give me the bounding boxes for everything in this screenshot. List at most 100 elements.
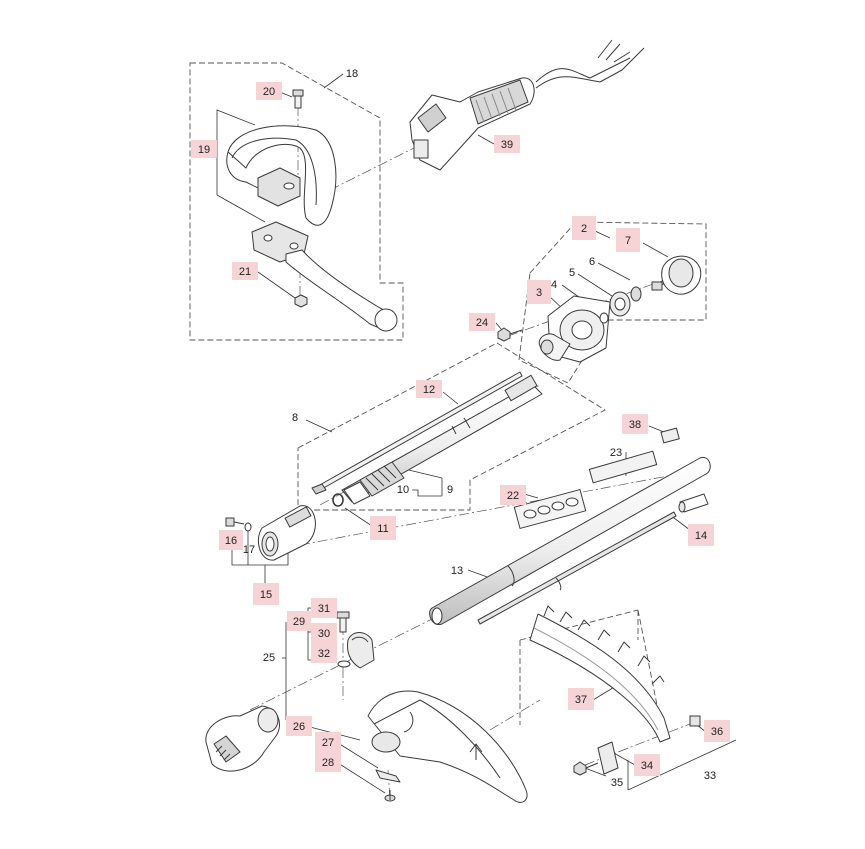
callout-31-box bbox=[311, 598, 337, 618]
callout-5: 5 bbox=[569, 267, 575, 279]
callout-11-box bbox=[370, 516, 396, 540]
callout-15: 15 bbox=[253, 583, 279, 605]
callout-2: 2 bbox=[572, 216, 596, 240]
leader-5 bbox=[577, 273, 613, 297]
callout-34-text: 34 bbox=[641, 760, 653, 772]
bolt-24 bbox=[497, 327, 523, 342]
callout-16: 16 bbox=[219, 530, 243, 550]
bolt-35 bbox=[573, 761, 599, 776]
leader-24 bbox=[495, 322, 503, 331]
callout-30: 30 bbox=[311, 623, 337, 643]
callout-21-box bbox=[232, 262, 258, 280]
callout-14-box bbox=[688, 524, 714, 546]
label-38 bbox=[660, 427, 680, 444]
callout-22-text: 22 bbox=[507, 490, 519, 502]
callout-7: 7 bbox=[616, 228, 640, 252]
callout-16-text: 16 bbox=[225, 535, 237, 547]
label-23 bbox=[588, 450, 658, 484]
callout-37-box bbox=[568, 688, 594, 710]
callout-23: 23 bbox=[610, 447, 622, 459]
leader-34 bbox=[611, 751, 636, 766]
callout-7-text: 7 bbox=[625, 235, 631, 247]
callout-39-text: 39 bbox=[501, 139, 513, 151]
clamp-15 bbox=[258, 505, 316, 561]
callout-22-box bbox=[500, 485, 526, 505]
axis-guard-37 bbox=[489, 699, 541, 731]
callout-27-text: 27 bbox=[322, 737, 334, 749]
callout-29-text: 29 bbox=[293, 616, 305, 628]
leader-19c bbox=[216, 194, 266, 223]
callout-3: 3 bbox=[527, 280, 551, 304]
leader-21 bbox=[257, 271, 296, 299]
callout-6-text: 6 bbox=[589, 256, 595, 268]
callout-3-text: 3 bbox=[536, 287, 542, 299]
callout-35-text: 35 bbox=[611, 777, 623, 789]
callout-20: 20 bbox=[256, 82, 282, 100]
callout-19-text: 19 bbox=[198, 144, 210, 156]
callout-23-text: 23 bbox=[610, 447, 622, 459]
clamp-30 bbox=[347, 632, 375, 669]
callout-17: 17 bbox=[243, 544, 255, 556]
callout-24-box bbox=[469, 313, 495, 331]
callout-30-text: 30 bbox=[318, 628, 330, 640]
collar-6 bbox=[630, 286, 642, 302]
callout-38-text: 38 bbox=[629, 419, 641, 431]
callout-21-text: 21 bbox=[239, 266, 251, 278]
gear-elbow-25 bbox=[205, 705, 280, 772]
callout-9: 9 bbox=[447, 484, 453, 496]
leader-28 bbox=[337, 762, 386, 794]
callout-32: 32 bbox=[311, 643, 337, 663]
callout-14-text: 14 bbox=[695, 530, 707, 542]
callout-32-text: 32 bbox=[318, 648, 330, 660]
washer-17 bbox=[244, 522, 252, 532]
callout-2-text: 2 bbox=[581, 223, 587, 235]
leader-18 bbox=[323, 73, 344, 89]
bolt-16 bbox=[225, 517, 245, 527]
leader-27 bbox=[337, 742, 379, 769]
leader-33 bbox=[627, 739, 737, 791]
callout-16-box bbox=[219, 530, 243, 550]
callout-25-text: 25 bbox=[263, 652, 275, 664]
group-frame-gearcase bbox=[518, 221, 707, 384]
callout-38: 38 bbox=[622, 414, 648, 434]
group-frames bbox=[189, 62, 707, 725]
callout-29: 29 bbox=[287, 611, 311, 631]
handle-19 bbox=[226, 125, 337, 226]
callout-29-box bbox=[287, 611, 311, 631]
callout-34: 34 bbox=[634, 754, 660, 776]
callout-15-box bbox=[253, 583, 279, 605]
axis-handle-grip bbox=[329, 144, 421, 191]
leader-12 bbox=[442, 391, 459, 405]
bolt-20 bbox=[292, 89, 304, 109]
callout-39-box bbox=[494, 135, 520, 153]
callout-32-box bbox=[311, 643, 337, 663]
o-ring-11 bbox=[332, 493, 344, 507]
gear-case-3 bbox=[538, 295, 611, 363]
callout-12: 12 bbox=[416, 380, 442, 398]
callout-10: 10 bbox=[397, 484, 409, 496]
callout-28-box bbox=[315, 752, 341, 772]
callout-31-text: 31 bbox=[318, 603, 330, 615]
callout-36: 36 bbox=[704, 720, 730, 742]
callout-26: 26 bbox=[286, 716, 312, 736]
label-22 bbox=[513, 489, 587, 529]
callout-19-box bbox=[191, 140, 217, 158]
callout-2-box bbox=[572, 216, 596, 240]
callout-27: 27 bbox=[315, 732, 341, 752]
callout-4: 4 bbox=[551, 279, 557, 291]
callout-39: 39 bbox=[494, 135, 520, 153]
throttle-grip-39 bbox=[409, 39, 645, 171]
callout-31: 31 bbox=[311, 598, 337, 618]
holder-7 bbox=[651, 255, 702, 295]
callout-labels: 18 20 19 21 39 2 7 6 5 4 3 24 12 8 38 23… bbox=[191, 68, 730, 789]
main-pipe-13 bbox=[429, 456, 711, 626]
nut-21 bbox=[294, 294, 308, 308]
leader-6 bbox=[597, 262, 631, 281]
callout-7-box bbox=[616, 228, 640, 252]
callout-36-box bbox=[704, 720, 730, 742]
bolt-31 bbox=[336, 611, 350, 633]
callout-33: 33 bbox=[704, 770, 716, 782]
callout-34-box bbox=[634, 754, 660, 776]
callout-33-text: 33 bbox=[704, 770, 716, 782]
callout-28: 28 bbox=[315, 752, 341, 772]
